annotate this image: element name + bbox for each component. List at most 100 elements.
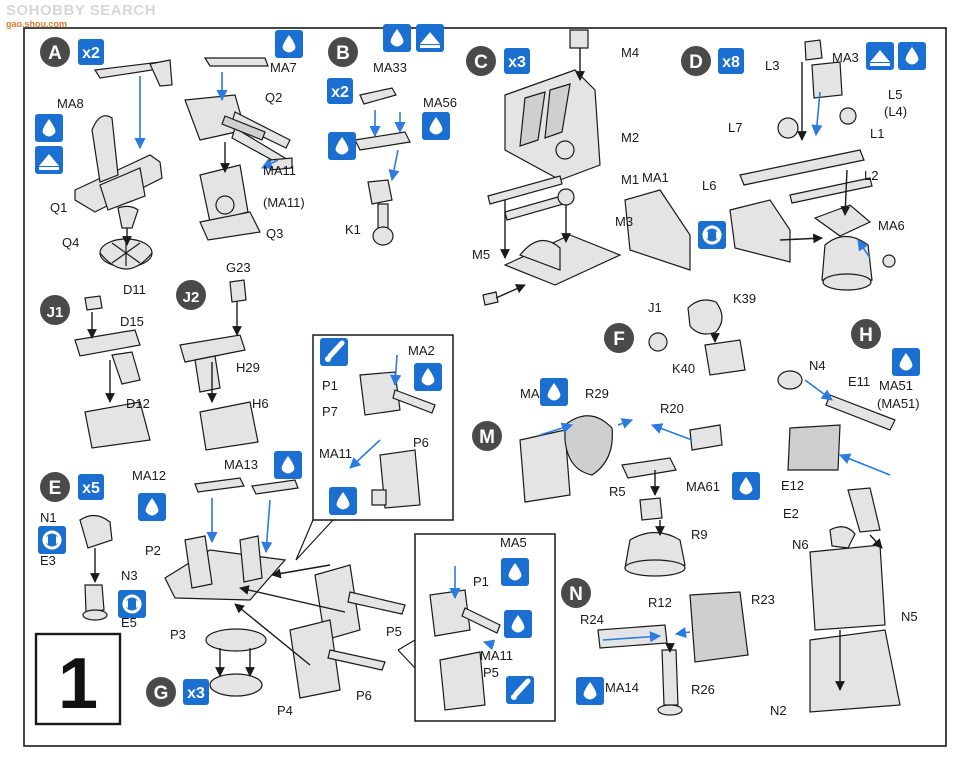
part-label-n-4: R26 xyxy=(691,682,715,697)
quantity-badge-text: x2 xyxy=(331,84,349,101)
quantity-badge-g: x3 xyxy=(183,679,209,705)
quantity-badge-e: x5 xyxy=(78,474,104,500)
part-label-a-5: MA11 xyxy=(263,163,296,178)
assembly-letter-circle xyxy=(40,37,70,67)
part-label-d-2: L5 xyxy=(888,87,902,102)
assembly-letter-circle xyxy=(681,46,711,76)
assembly-letter-text: F xyxy=(613,329,625,350)
part-label-c-0: M4 xyxy=(621,45,639,60)
assembly-letter-circle xyxy=(851,319,881,349)
assembly-letter-text: M xyxy=(479,427,495,448)
paint-dot-icon xyxy=(320,338,348,366)
assembly-letter-text: D xyxy=(689,52,703,73)
assembly-letter-text: E xyxy=(49,478,62,499)
assembly-letter-b: B xyxy=(328,37,358,67)
part-label-f-1: K39 xyxy=(733,291,756,306)
assembly-letter-f: F xyxy=(604,323,634,353)
cement-drop-icon xyxy=(540,378,568,406)
quantity-badge-text: x5 xyxy=(82,480,100,497)
black-assembly-arrows xyxy=(87,48,883,691)
part-label-b-1: MA56 xyxy=(423,95,457,110)
assembly-letter-text: G xyxy=(154,683,169,704)
quantity-badge-box xyxy=(327,78,353,104)
part-label-e-2: N3 xyxy=(121,568,138,583)
step-number: 1 xyxy=(58,644,98,724)
assembly-letter-text: A xyxy=(48,43,62,64)
part-label-c-2: M1 xyxy=(621,172,639,187)
inset-frame-a xyxy=(312,334,454,521)
part-label-a-2: Q2 xyxy=(265,90,282,105)
part-label-g-6: P6 xyxy=(356,688,372,703)
cement-drop-icon xyxy=(504,610,532,638)
quantity-badge-text: x3 xyxy=(187,685,205,702)
part-label-c-3: M3 xyxy=(615,214,633,229)
quantity-badge-text: x2 xyxy=(82,45,100,62)
quantity-badge-box xyxy=(78,474,104,500)
assembly-letter-text: J2 xyxy=(183,289,200,306)
cement-drop-icon xyxy=(329,487,357,515)
inset-label-1-0: MA5 xyxy=(500,535,527,550)
inset-label-0-0: MA2 xyxy=(408,343,435,358)
quantity-badge-box xyxy=(504,48,530,74)
part-label-h-2: MA51 xyxy=(879,378,913,393)
part-label-f-0: J1 xyxy=(648,300,662,315)
part-label-h-6: N6 xyxy=(792,537,809,552)
rotate-swivel-icon xyxy=(118,590,146,618)
rotate-swivel-icon xyxy=(38,526,66,554)
assembly-letter-circle xyxy=(176,280,206,310)
quantity-badge-c: x3 xyxy=(504,48,530,74)
part-label-h-4: E12 xyxy=(781,478,804,493)
part-label-g-4: P4 xyxy=(277,703,293,718)
assembly-letter-d: D xyxy=(681,46,711,76)
part-label-h-1: E11 xyxy=(848,374,870,389)
cement-drop-icon xyxy=(138,493,166,521)
part-label-g-1: MA13 xyxy=(224,457,258,472)
part-label-a-3: Q1 xyxy=(50,200,67,215)
quantity-badge-text: x3 xyxy=(508,54,526,71)
quantity-badge-b: x2 xyxy=(327,78,353,104)
assembly-letter-text: J1 xyxy=(47,304,64,321)
part-label-b-0: MA33 xyxy=(373,60,407,75)
cement-drop-icon xyxy=(898,42,926,70)
part-label-j1-1: D15 xyxy=(120,314,144,329)
part-label-d-6: MA1 xyxy=(642,170,669,185)
part-label-m-1: R29 xyxy=(585,386,609,401)
assembly-letter-text: B xyxy=(336,43,350,64)
assembly-letter-h: H xyxy=(851,319,881,349)
part-label-j2-0: G23 xyxy=(226,260,251,275)
cement-drop-icon xyxy=(383,24,411,52)
quantity-badge-box xyxy=(78,39,104,65)
part-label-j1-2: D12 xyxy=(126,396,150,411)
part-label-d-3: (L4) xyxy=(884,104,907,119)
part-label-d-8: L2 xyxy=(864,168,878,183)
part-label-h-0: N4 xyxy=(809,358,826,373)
cement-drop-icon xyxy=(414,363,442,391)
part-label-j2-2: H6 xyxy=(252,396,269,411)
cement-drop-icon xyxy=(732,472,760,500)
assembly-letter-j1: J1 xyxy=(40,295,70,325)
sheet-border xyxy=(23,27,947,747)
assembly-letter-a: A xyxy=(40,37,70,67)
quantity-badge-text: x8 xyxy=(722,54,740,71)
assembly-letter-n: N xyxy=(561,578,591,608)
assembly-letter-text: C xyxy=(474,52,488,73)
part-label-f-2: K40 xyxy=(672,361,695,376)
inset-label-1-2: MA11 xyxy=(480,648,513,663)
part-label-d-1: MA3 xyxy=(832,50,859,65)
assembly-letter-text: N xyxy=(569,584,583,605)
part-label-h-5: E2 xyxy=(783,506,799,521)
part-label-a-4: Q4 xyxy=(62,235,79,250)
assembly-letter-m: M xyxy=(472,421,502,451)
inset-label-0-1: P1 xyxy=(322,378,338,393)
cement-drop-icon xyxy=(328,132,356,160)
part-label-h-8: N2 xyxy=(770,703,787,718)
part-drawings xyxy=(74,29,901,716)
assembly-letter-circle xyxy=(40,472,70,502)
assembly-letter-circle xyxy=(561,578,591,608)
rotate-swivel-icon xyxy=(698,221,726,249)
assembly-letter-circle xyxy=(466,46,496,76)
inset-pointer-b xyxy=(397,639,416,669)
